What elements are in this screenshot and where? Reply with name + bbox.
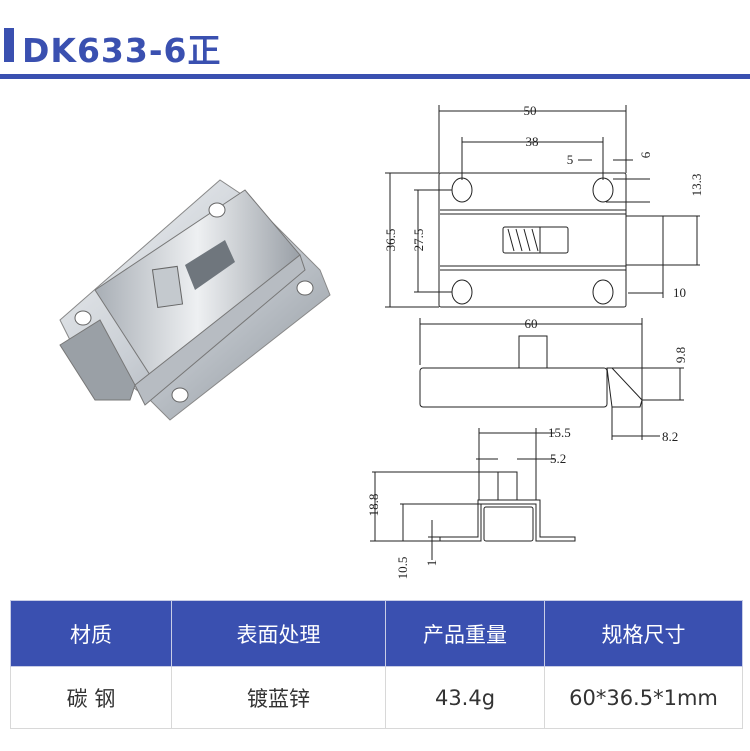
- end-view-drawing: [370, 428, 576, 560]
- dim-bolt-width-13-3: 13.3: [689, 174, 704, 197]
- dim-pin-5-2: 5.2: [550, 451, 566, 466]
- dim-height-36-5: 36.5: [383, 229, 398, 252]
- dim-thickness-1: 1: [424, 560, 439, 567]
- dim-length-60: 60: [525, 316, 538, 331]
- top-view-drawing: [385, 105, 700, 308]
- dim-bolt-protrusion-10: 10: [673, 285, 686, 300]
- dim-bolt-tip-8-2: 8.2: [662, 429, 678, 444]
- dim-height-9-8: 9.8: [673, 347, 688, 363]
- dim-width-50: 50: [524, 103, 537, 118]
- side-view-drawing: [419, 318, 684, 440]
- dim-body-height-10-5: 10.5: [395, 557, 410, 580]
- spec-table-header: 材质 表面处理 产品重量 规格尺寸: [10, 600, 743, 667]
- spec-table: 材质 表面处理 产品重量 规格尺寸 碳 钢 镀蓝锌 43.4g 60*36.5*…: [10, 600, 743, 729]
- header-material: 材质: [10, 600, 172, 667]
- dim-hole-offset-6: 6: [638, 151, 653, 158]
- cell-material: 碳 钢: [10, 666, 172, 729]
- header-surface-treatment: 表面处理: [171, 600, 386, 667]
- title-accent-bar: [4, 28, 14, 62]
- cell-weight: 43.4g: [385, 666, 545, 729]
- dim-total-height-18-8: 18.8: [366, 494, 381, 517]
- page-title: DK633-6正: [22, 31, 222, 70]
- cell-size: 60*36.5*1mm: [544, 666, 743, 729]
- dim-hole-spacing-27-5: 27.5: [411, 229, 426, 252]
- dim-hole-offset-5: 5: [567, 152, 574, 167]
- table-row: 碳 钢 镀蓝锌 43.4g 60*36.5*1mm: [10, 666, 743, 729]
- dim-width-15-5: 15.5: [548, 425, 571, 440]
- product-photo: [59, 179, 331, 421]
- dim-hole-spacing-38: 38: [526, 134, 539, 149]
- cell-surface-treatment: 镀蓝锌: [171, 666, 386, 729]
- header-weight: 产品重量: [385, 600, 545, 667]
- header-size: 规格尺寸: [544, 600, 743, 667]
- title-divider: [0, 74, 750, 79]
